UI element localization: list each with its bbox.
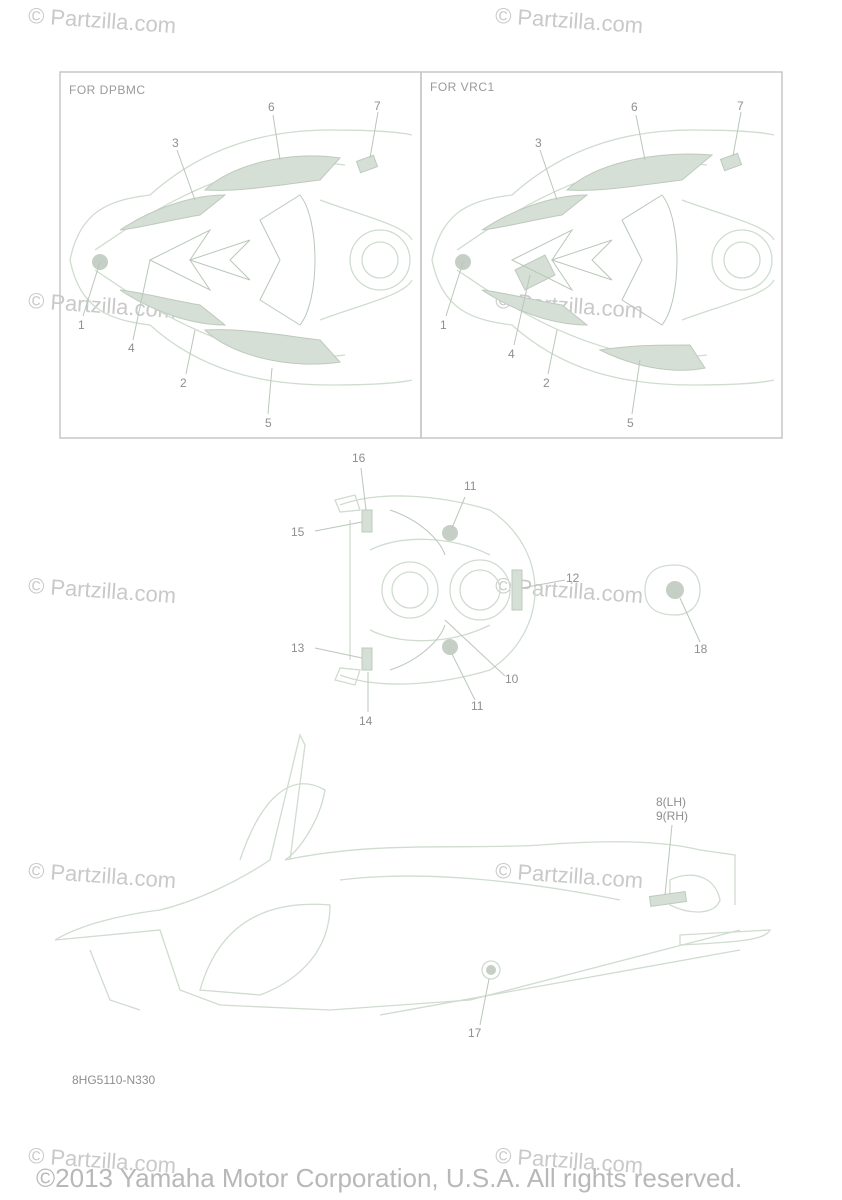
decal-17: [481, 960, 501, 980]
callout-5-right: 5: [627, 416, 634, 430]
decal-6-left: [203, 155, 341, 191]
callout-11-bottom: 11: [471, 699, 484, 713]
callout-2-left: 2: [180, 376, 187, 390]
hood-left-drawing: [69, 111, 413, 415]
panel-box-right: [420, 71, 783, 439]
callout-11-top: 11: [464, 479, 477, 493]
callout-7-left: 7: [374, 99, 381, 113]
side-view-drawing: [54, 733, 772, 1026]
decal-11-top: [442, 525, 458, 541]
rear-top-view-drawing: [314, 467, 701, 712]
callout-12: 12: [566, 571, 580, 585]
decal-2-right: [481, 289, 589, 326]
callout-7-right: 7: [737, 99, 744, 113]
callout-4-right: 4: [508, 347, 515, 361]
callout-1-left: 1: [78, 318, 85, 332]
decal-5-left: [203, 329, 341, 365]
decal-7-left: [355, 154, 379, 174]
decal-13: [361, 647, 373, 671]
callout-13: 13: [291, 641, 305, 655]
callout-5-left: 5: [265, 416, 272, 430]
decal-3-right: [481, 194, 589, 231]
decal-2-left: [119, 289, 227, 326]
callout-16: 16: [352, 451, 366, 465]
diagram-code: 8HG5110-N330: [72, 1073, 156, 1087]
decal-12: [511, 569, 523, 611]
decal-4-right: [514, 254, 556, 291]
callout-8-lh: 8(LH): [656, 795, 687, 809]
panel-label-right: FOR VRC1: [430, 80, 495, 94]
callout-1-right: 1: [440, 318, 447, 332]
callout-18: 18: [694, 642, 708, 656]
callout-14: 14: [359, 714, 373, 728]
decal-8-9: [648, 890, 688, 908]
decal-18: [666, 581, 684, 599]
decal-3-left: [119, 194, 227, 231]
callout-6-right: 6: [631, 100, 638, 114]
callout-3-left: 3: [172, 136, 179, 150]
callout-6-left: 6: [268, 100, 275, 114]
hood-right-drawing: [431, 111, 775, 415]
decal-6-right: [565, 153, 714, 191]
callout-9-rh: 9(RH): [656, 809, 688, 823]
panel-label-left: FOR DPBMC: [69, 83, 146, 97]
panel-box-left: [59, 71, 422, 439]
decal-5-right: [598, 344, 706, 371]
callout-2-right: 2: [543, 376, 550, 390]
callout-3-right: 3: [535, 136, 542, 150]
copyright-notice: ©2013 Yamaha Motor Corporation, U.S.A. A…: [36, 1163, 743, 1193]
callout-10: 10: [505, 672, 519, 686]
decal-16: [361, 509, 373, 533]
callout-15: 15: [291, 525, 305, 539]
callout-17: 17: [468, 1026, 482, 1040]
decal-11-bottom: [442, 639, 458, 655]
decal-7-right: [719, 152, 743, 172]
callout-4-left: 4: [128, 341, 135, 355]
